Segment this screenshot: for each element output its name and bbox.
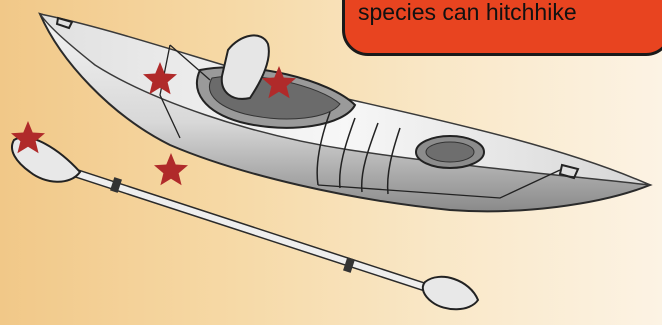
paddle-blade-right xyxy=(423,277,478,309)
star-marker xyxy=(154,153,188,185)
callout-text: species can hitchhike xyxy=(358,0,662,25)
